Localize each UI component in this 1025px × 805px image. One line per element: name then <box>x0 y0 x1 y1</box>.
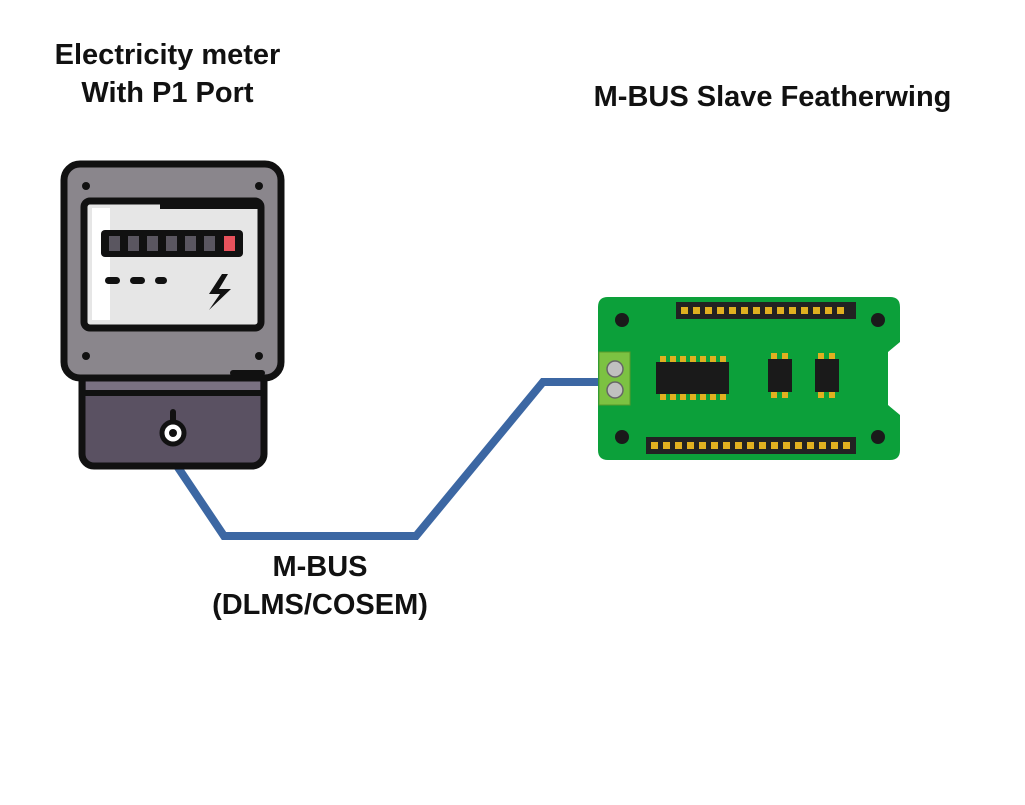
meter-title-line1: Electricity meter <box>54 39 281 71</box>
bus-label-line2: (DLMS/COSEM) <box>212 589 428 621</box>
small-ic-chip <box>768 353 792 398</box>
meter-display-panel <box>80 197 265 332</box>
meter-title-line2: With P1 Port <box>81 77 254 109</box>
board-title: M-BUS Slave Featherwing <box>593 81 952 113</box>
bus-label: M-BUS (DLMS/COSEM) <box>190 548 450 624</box>
bus-label-line1: M-BUS <box>272 551 368 583</box>
pcb <box>598 297 900 460</box>
mbus-cable <box>173 378 602 540</box>
electricity-meter-icon <box>60 160 285 470</box>
main-ic-chip <box>656 356 729 400</box>
lightning-bolt-icon <box>209 274 231 310</box>
featherwing-board-icon <box>598 297 900 460</box>
small-ic-chip <box>815 353 839 398</box>
meter-title: Electricity meter With P1 Port <box>30 36 305 112</box>
